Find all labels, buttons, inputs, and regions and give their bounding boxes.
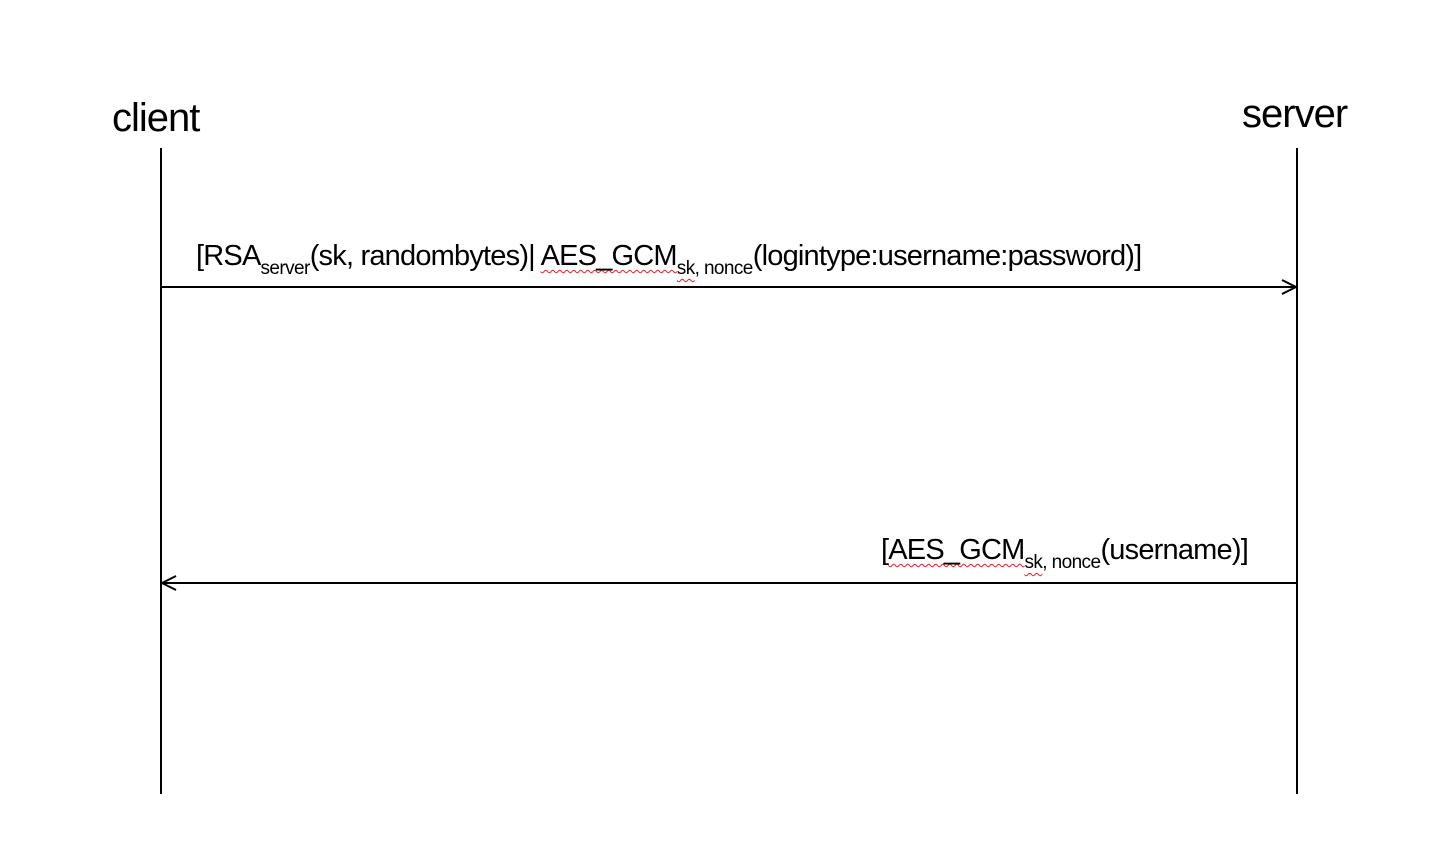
message-2-aes: AES_GCM [888, 534, 1025, 566]
message-1-aes-subscript: sk, nonce [676, 258, 754, 279]
message-1-label: [RSAserver(sk, randombytes)| AES_GCMsk, … [196, 240, 1142, 279]
actor-server-label: server [1242, 92, 1348, 136]
message-1-arrow-line [161, 286, 1295, 288]
message-1-aes-subscript-sk: sk [676, 258, 695, 279]
arrow-right-icon [1281, 279, 1298, 295]
message-1-rsa-subscript: server [260, 258, 311, 279]
message-1-aes-subscript-rest: , nonce [694, 258, 754, 279]
message-2-aes-args: (username) [1100, 534, 1241, 566]
message-1-aes-args: (logintype:username:password) [752, 240, 1135, 272]
actor-client-label: client [112, 96, 200, 140]
lifeline-client [160, 148, 162, 794]
message-2-open-bracket: [ [881, 534, 889, 566]
message-2-label: [AES_GCMsk, nonce(username)] [881, 534, 1249, 573]
lifeline-server [1296, 148, 1298, 794]
message-1-close-bracket: ] [1134, 240, 1142, 272]
message-2-aes-subscript: sk, nonce [1024, 552, 1101, 573]
message-1-open-bracket: [ [196, 240, 204, 272]
message-1-rsa-args: (sk, randombytes)| [309, 240, 541, 272]
message-1-aes: AES_GCM [540, 240, 678, 272]
message-2-aes-subscript-sk: sk [1024, 552, 1043, 573]
message-2-close-bracket: ] [1240, 534, 1249, 566]
message-2-aes-subscript-rest: , nonce [1042, 552, 1101, 573]
arrow-left-icon [160, 575, 177, 591]
message-1-rsa: RSA [203, 240, 261, 272]
message-2-arrow-line [163, 582, 1297, 584]
